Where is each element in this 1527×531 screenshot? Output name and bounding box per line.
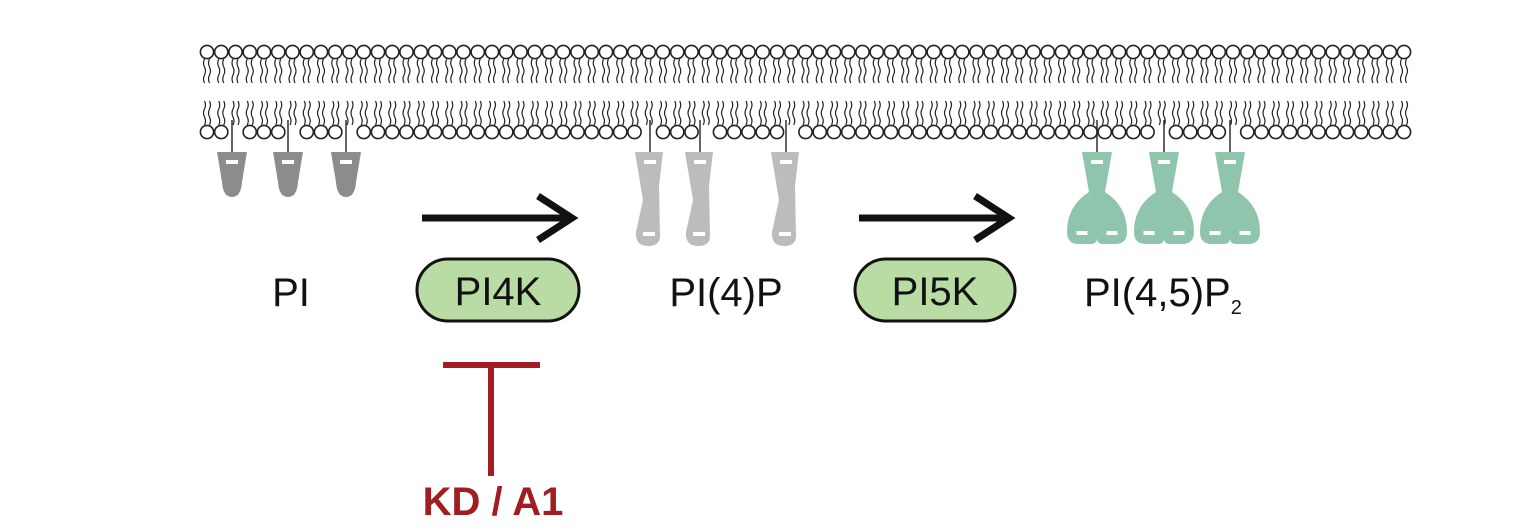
enzyme-pi5k: PI5K	[853, 257, 1017, 323]
species-label-pip2-main: PI(4,5)P	[1084, 271, 1231, 315]
species-label-pi4p: PI(4)P	[669, 271, 782, 315]
lipid-bilayer-membrane-icon	[199, 44, 1412, 140]
enzyme-label-pi4k: PI4K	[455, 270, 542, 314]
enzyme-label-pi5k: PI5K	[892, 270, 979, 314]
pi-headgroup-icon	[273, 120, 303, 197]
species-label-pip2: PI(4,5)P2	[1084, 271, 1242, 319]
pi-headgroup-icon	[217, 120, 247, 197]
pip2-headgroup-icon	[1134, 120, 1194, 244]
species-label-pip2-subscript: 2	[1231, 297, 1242, 319]
phosphoinositide-headgroups	[217, 120, 1260, 246]
inhibitor-label: KD / A1	[423, 480, 564, 524]
inhibition-bar-icon	[443, 362, 540, 476]
pi4p-headgroup-icon	[685, 120, 713, 246]
species-label-pi: PI	[272, 271, 310, 315]
pi4p-headgroup-icon	[635, 120, 663, 246]
pip2-headgroup-icon	[1200, 120, 1260, 244]
pip2-headgroup-icon	[1067, 120, 1127, 244]
reaction-arrow-pi-to-pi4p-icon	[422, 193, 579, 243]
enzyme-pi4k: PI4K	[415, 257, 581, 323]
pi4p-headgroup-icon	[771, 120, 799, 246]
reaction-arrow-pi4p-to-pip2-icon	[859, 193, 1016, 243]
pi-headgroup-icon	[331, 120, 361, 197]
